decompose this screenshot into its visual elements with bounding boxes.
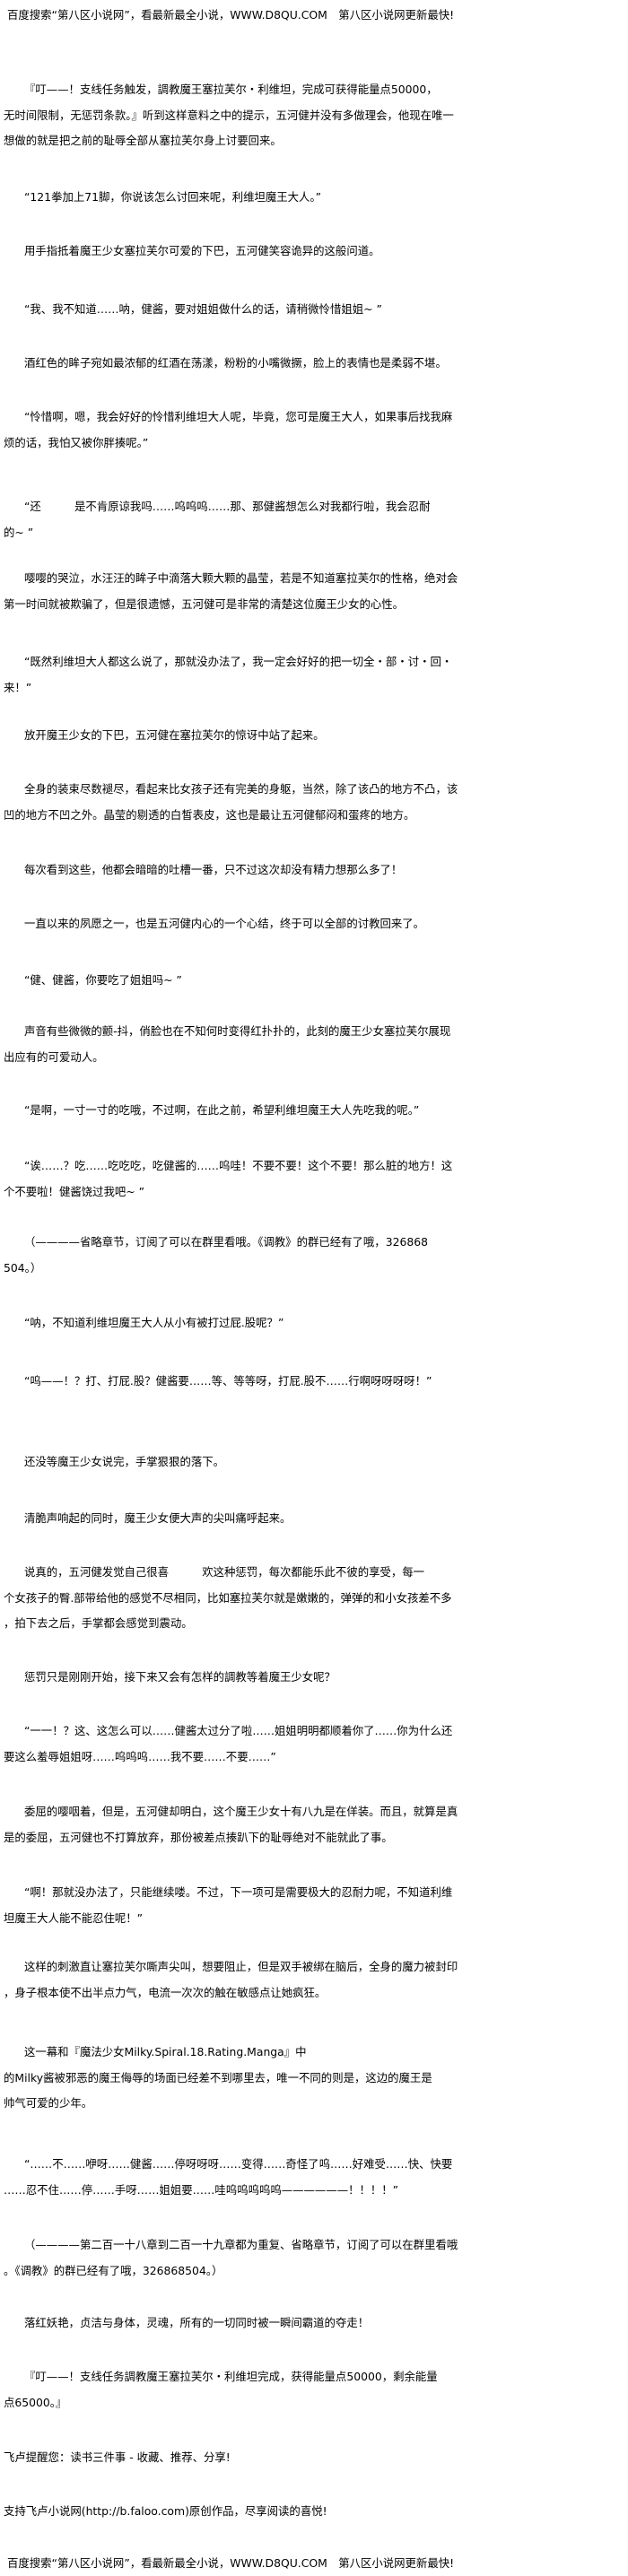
paragraph-line: 点65000。』	[4, 2395, 67, 2409]
paragraph-line: “121拳加上71脚，你说该怎么讨回来呢，利维坦魔王大人。”	[24, 190, 322, 204]
paragraph-line: “……不……咿呀……健酱……停呀呀呀……变得……奇怪了呜……好难受……快、快要	[24, 2157, 453, 2171]
paragraph-line: 无时间限制，无惩罚条款。』听到这样意料之中的提示，五河健并没有多做理会，他现在唯…	[4, 108, 454, 122]
paragraph-line: 用手指抵着魔王少女塞拉芙尔可爱的下巴，五河健笑容诡异的这般问道。	[24, 244, 380, 257]
paragraph-line: “诶……？吃……吃吃吃，吃健酱的……呜哇！不要不要！这个不要！那么脏的地方！这	[24, 1159, 453, 1172]
paragraph-line: “一一！？这、这怎么可以……健酱太过分了啦……姐姐明明都顺着你了……你为什么还	[24, 1724, 453, 1737]
reading-reminder: 飞卢提醒您：读书三件事 - 收藏、推荐、分享!	[4, 2450, 231, 2464]
paragraph-line: 『叮——！支线任务触发，調教魔王塞拉芙尔・利维坦，完成可获得能量点50000，	[24, 83, 438, 96]
paragraph-line: “呜——！？打、打屁.股？健酱要……等、等等呀，打屁.股不……行啊呀呀呀呀！”	[24, 1374, 432, 1388]
paragraph-line: 这一幕和『魔法少女Milky.Spiral.18.Rating.Manga』中	[24, 2045, 307, 2058]
paragraph-line: “健、健酱，你要吃了姐姐吗~ ”	[24, 973, 182, 987]
paragraph-line: 来！”	[4, 680, 32, 694]
paragraph-line: 想做的就是把之前的耻辱全部从塞拉芙尔身上讨要回来。	[4, 134, 282, 147]
paragraph-line: 第一时间就被欺骗了，但是很遗憾，五河健可是非常的清楚这位魔王少女的心性。	[4, 596, 405, 611]
paragraph-line: 的~ ”	[4, 525, 34, 539]
paragraph-line: 凹的地方不凹之外。晶莹的剔透的白皙表皮，这也是最让五河健郁闷和蛋疼的地方。	[4, 807, 415, 822]
paragraph-line: 放开魔王少女的下巴，五河健在塞拉芙尔的惊讶中站了起来。	[24, 728, 325, 742]
paragraph-line: 清脆声响起的同时，魔王少女便大声的尖叫痛呼起来。	[24, 1511, 292, 1525]
paragraph-line: 是的委屈，五河健也不打算放弃，那份被差点揍趴下的耻辱绝对不能就此了事。	[4, 1830, 393, 1844]
paragraph-line: “既然利维坦大人都这么说了，那就没办法了，我一定会好好的把一切全・部・讨・回・	[24, 655, 453, 668]
paragraph-line: 504。）	[4, 1260, 42, 1275]
paragraph-line: “呐，不知道利维坦魔王大人从小有被打过屁.股呢？”	[24, 1316, 284, 1329]
paragraph-line: 。《调教》的群已经有了哦，326868504。）	[4, 2263, 223, 2277]
paragraph-line: “是啊，一寸一寸的吃哦，不过啊，在此之前，希望利维坦魔王大人先吃我的呢。”	[24, 1103, 420, 1117]
paragraph-line: “啊！那就没办法了，只能继续喽。不过，下一项可是需要极大的忍耐力呢，不知道利维	[24, 1885, 453, 1899]
paragraph-line: 还没等魔王少女说完，手掌狠狠的落下。	[24, 1455, 225, 1468]
paragraph-line: 的Milky酱被邪恶的魔王侮辱的场面已经差不到哪里去，唯一不同的则是，这边的魔王…	[4, 2070, 432, 2084]
paragraph-line: 个不要啦！健酱饶过我吧~ ”	[4, 1184, 145, 1198]
paragraph-line: 这样的刺激直让塞拉芙尔嘶声尖叫，想要阻止，但是双手被绑在脑后，全身的魔力被封印	[24, 1960, 458, 1973]
paragraph-line: 『叮——！支线任务調教魔王塞拉芙尔・利维坦完成，获得能量点50000，剩余能量	[24, 2370, 438, 2383]
paragraph-line: ，拍下去之后，手掌都会感觉到震动。	[4, 1616, 193, 1630]
paragraph-line: 个女孩子的臀.部带给他的感觉不尽相同，比如塞拉芙尔就是嫩嫩的，弹弹的和小女孩差不…	[4, 1590, 452, 1605]
paragraph-line: （————省略章节，订阅了可以在群里看哦。《调教》的群已经有了哦，326868	[24, 1235, 428, 1249]
paragraph-line: 酒红色的眸子宛如最浓郁的红酒在荡漾，粉粉的小嘴微撅，脸上的表情也是柔弱不堪。	[24, 356, 447, 370]
site-banner-bottom: 百度搜索“第八区小说网”，看最新最全小说，WWW.D8QU.COM 第八区小说网…	[7, 2556, 455, 2570]
paragraph-line: 嘤嘤的哭泣，水汪汪的眸子中滴落大颗大颗的晶莹，若是不知道塞拉芙尔的性格，绝对会	[24, 571, 458, 585]
paragraph-line: （————第二百一十八章到二百一十九章都为重复、省略章节，订阅了可以在群里看哦	[24, 2238, 458, 2251]
paragraph-line: 要这么羞辱姐姐呀……呜呜呜……我不要……不要……”	[4, 1749, 276, 1763]
paragraph-line: 全身的装束尽数褪尽，看起来比女孩子还有完美的身躯，当然，除了该凸的地方不凸，该	[24, 782, 458, 796]
paragraph-line: “怜惜啊，嗯，我会好好的怜惜利维坦大人呢，毕竟，您可是魔王大人，如果事后找我麻	[24, 410, 453, 423]
paragraph-line: 坦魔王大人能不能忍住呢！”	[4, 1910, 144, 1925]
paragraph-line: “还 是不肯原谅我吗……呜呜呜……那、那健酱想怎么对我都行啦，我会忍耐	[24, 500, 431, 513]
paragraph-line: “我、我不知道……呐，健酱，要对姐姐做什么的话，请稍微怜惜姐姐~ ”	[24, 302, 382, 316]
paragraph-line: 落红妖艳，贞洁与身体，灵魂，所有的一切同时被一瞬间霸道的夺走！	[24, 2316, 370, 2329]
site-banner-top: 百度搜索“第八区小说网”，看最新最全小说，WWW.D8QU.COM 第八区小说网…	[7, 8, 455, 22]
paragraph-line: 每次看到这些，他都会暗暗的吐槽一番，只不过这次却没有精力想那么多了！	[24, 863, 403, 876]
support-notice: 支持飞卢小说网(http://b.faloo.com)原创作品，尽享阅读的喜悦!	[4, 2504, 327, 2518]
paragraph-line: 一直以来的夙愿之一，也是五河健内心的一个心结，终于可以全部的讨教回来了。	[24, 917, 425, 930]
paragraph-line: ，身子根本使不出半点力气，电流一次次的触在敏感点让她疯狂。	[4, 1985, 327, 1999]
paragraph-line: 惩罚只是刚刚开始，接下来又会有怎样的調教等着魔王少女呢？	[24, 1670, 336, 1684]
paragraph-line: ……忍不住……停……手呀……姐姐要……哇呜呜呜呜呜——————！！！！”	[4, 2182, 399, 2197]
paragraph-line: 帅气可爱的少年。	[4, 2096, 93, 2110]
paragraph-line: 说真的，五河健发觉自己很喜 欢这种惩罚，每次都能乐此不彼的享受，每一	[24, 1565, 425, 1579]
paragraph-line: 声音有些微微的颤-抖，俏脸也在不知何时变得红扑扑的，此刻的魔王少女塞拉芙尔展现	[24, 1024, 451, 1038]
paragraph-line: 委屈的嘤咽着，但是，五河健却明白，这个魔王少女十有八九是在佯装。而且，就算是真	[24, 1805, 458, 1818]
paragraph-line: 出应有的可爱动人。	[4, 1049, 104, 1064]
paragraph-line: 烦的话，我怕又被你胖揍呢。”	[4, 435, 149, 449]
